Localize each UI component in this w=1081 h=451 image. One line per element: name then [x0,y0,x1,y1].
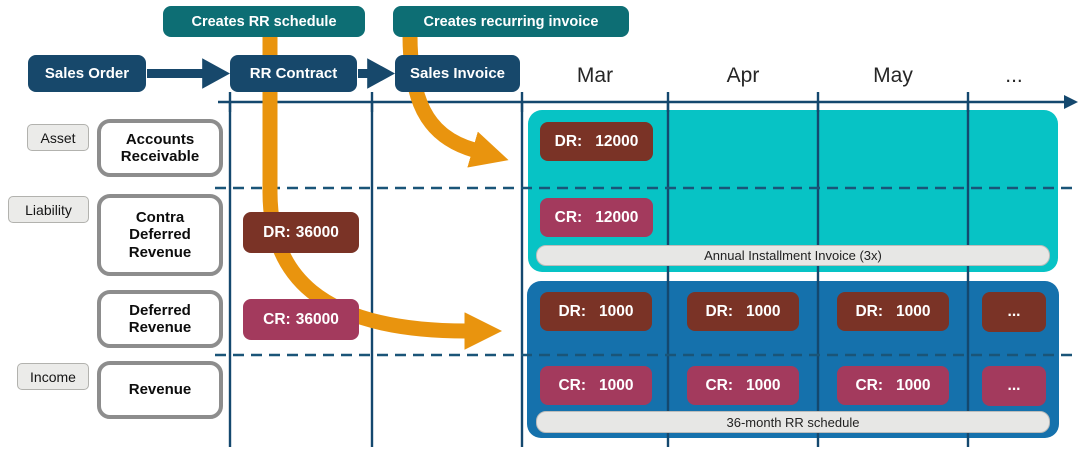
cr-value: 1000 [746,376,781,394]
posting-badge-cr-36000: CR: 36000 [243,299,359,340]
dr-label: DR: [263,223,291,241]
account-box-revenue: Revenue [97,361,223,419]
dr-value: 1000 [746,302,781,320]
month-label-apr: Apr [726,64,760,87]
account-box-deferred-revenue: Deferred Revenue [97,290,223,348]
invoice-caption-pill: Annual Installment Invoice (3x) [536,245,1050,266]
cr-label: CR: [855,376,884,394]
cr-label: CR: [263,310,291,328]
ellipsis-label: ... [1007,303,1021,320]
schedule-cr-badge-mar: CR: 1000 [540,366,652,405]
dr-label: DR: [705,302,734,320]
node-rr-contract: RR Contract [230,55,357,92]
dr-label: DR: [855,302,884,320]
account-box-contra-deferred-revenue: Contra Deferred Revenue [97,194,223,276]
cr-label: CR: [558,376,587,394]
annotation-creates-recurring-invoice: Creates recurring invoice [393,6,629,37]
cr-value: 36000 [295,310,339,328]
dr-label: DR: [558,302,587,320]
dr-value: 12000 [595,132,639,150]
cr-value: 1000 [896,376,931,394]
invoice-cr-badge: CR: 12000 [540,198,653,237]
dr-label: DR: [554,132,583,150]
cr-value: 1000 [599,376,634,394]
month-label-mar: Mar [576,64,614,87]
orange-arrow-contract-to-schedule [262,20,502,350]
orange-arrow-invoice-to-band [402,20,509,168]
schedule-cr-badge-may: CR: 1000 [837,366,949,405]
account-box-accounts-receivable: Accounts Receivable [97,119,223,177]
schedule-cr-badge-more: ... [982,366,1046,406]
category-label-income: Income [17,363,89,390]
cr-value: 12000 [595,208,639,226]
cr-label: CR: [554,208,583,226]
category-label-asset: Asset [27,124,89,151]
ellipsis-label: ... [1007,377,1021,394]
cr-label: CR: [705,376,734,394]
timeline-arrowhead-icon [1064,95,1078,109]
dr-value: 1000 [599,302,634,320]
schedule-dr-badge-more: ... [982,292,1046,332]
invoice-dr-badge: DR: 12000 [540,122,653,161]
month-label-more: ... [1005,64,1023,87]
posting-badge-dr-36000: DR: 36000 [243,212,359,253]
category-label-liability: Liability [8,196,89,223]
month-label-may: May [873,64,913,87]
schedule-dr-badge-mar: DR: 1000 [540,292,652,331]
schedule-caption-pill: 36-month RR schedule [536,411,1050,433]
node-sales-invoice: Sales Invoice [395,55,520,92]
dr-value: 36000 [295,223,339,241]
dr-value: 1000 [896,302,931,320]
annotation-creates-rr-schedule: Creates RR schedule [163,6,365,37]
schedule-cr-badge-apr: CR: 1000 [687,366,799,405]
schedule-dr-badge-may: DR: 1000 [837,292,949,331]
schedule-dr-badge-apr: DR: 1000 [687,292,799,331]
node-sales-order: Sales Order [28,55,146,92]
